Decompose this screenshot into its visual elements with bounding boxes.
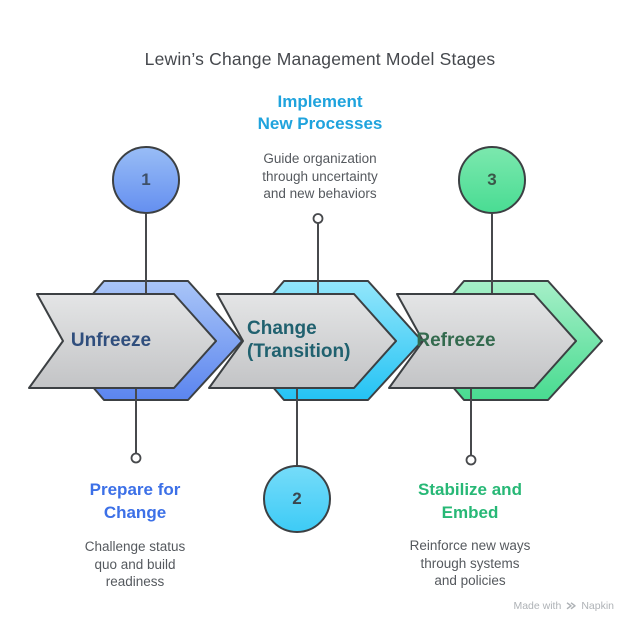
stage-2-desc-line1: Guide organization [263, 151, 377, 166]
stage-1-desc-line1: Challenge status [84, 539, 186, 554]
stage-2-number: 2 [292, 489, 302, 508]
stage-1-callout-description: Challenge status quo and build readiness [85, 538, 186, 591]
stage-3-desc-line3: and policies [434, 573, 506, 588]
stage-1-number: 1 [141, 170, 151, 189]
stage-2-desc-line3: and new behaviors [263, 186, 377, 201]
stage-1-number-circle [112, 146, 180, 214]
napkin-watermark: Made with Napkin [513, 600, 614, 612]
stage-1-desc-line2: quo and build [94, 556, 176, 572]
stage-2-number-circle [263, 465, 331, 533]
stage-2-desc-line2: through uncertainty [262, 168, 378, 184]
stage-3-callout-heading: Stabilize and Embed [418, 478, 522, 524]
stage-2-heading-line1: Implement [277, 92, 363, 111]
watermark-brand: Napkin [581, 600, 614, 612]
watermark-prefix: Made with [513, 600, 562, 612]
stage-2-arrow-label-line2: (Transition) [247, 340, 351, 362]
page-title: Lewin’s Change Management Model Stages [144, 49, 496, 69]
stage-3-number-circle [458, 146, 526, 214]
ring-terminal-stage1-bottom [130, 452, 142, 464]
stage-1-arrow [28, 293, 217, 389]
stage-2-callout-heading: Implement New Processes [258, 91, 383, 135]
napkin-logo-icon [566, 602, 577, 610]
stage-3-heading-line2: Embed [441, 503, 499, 522]
stage-2-arrow-label-line1: Change [247, 318, 317, 339]
ring-terminal-stage3-bottom [465, 454, 477, 466]
stage-1-callout-heading: Prepare for Change [90, 478, 181, 524]
stage-1-arrow-label: Unfreeze [70, 330, 152, 351]
ring-terminal-stage2-top [312, 213, 324, 224]
stage-1-heading-line2: Change [103, 503, 167, 522]
stage-1-heading-line1: Prepare for [89, 480, 181, 499]
stage-2-arrow-label: Change (Transition) [247, 318, 350, 363]
stage-2-heading-line2: New Processes [257, 114, 383, 133]
stage-3-callout-description: Reinforce new ways through systems and p… [410, 537, 531, 590]
stage-1-desc-line3: readiness [105, 574, 165, 589]
stage-3-arrow-label: Refreeze [416, 330, 496, 351]
stage-3-desc-line2: through systems [420, 555, 520, 571]
stage-3-desc-line1: Reinforce new ways [409, 538, 531, 553]
stage-3-number: 3 [487, 170, 497, 189]
stage-2-callout-description: Guide organization through uncertainty a… [262, 150, 378, 203]
stage-3-heading-line1: Stabilize and [418, 480, 522, 499]
